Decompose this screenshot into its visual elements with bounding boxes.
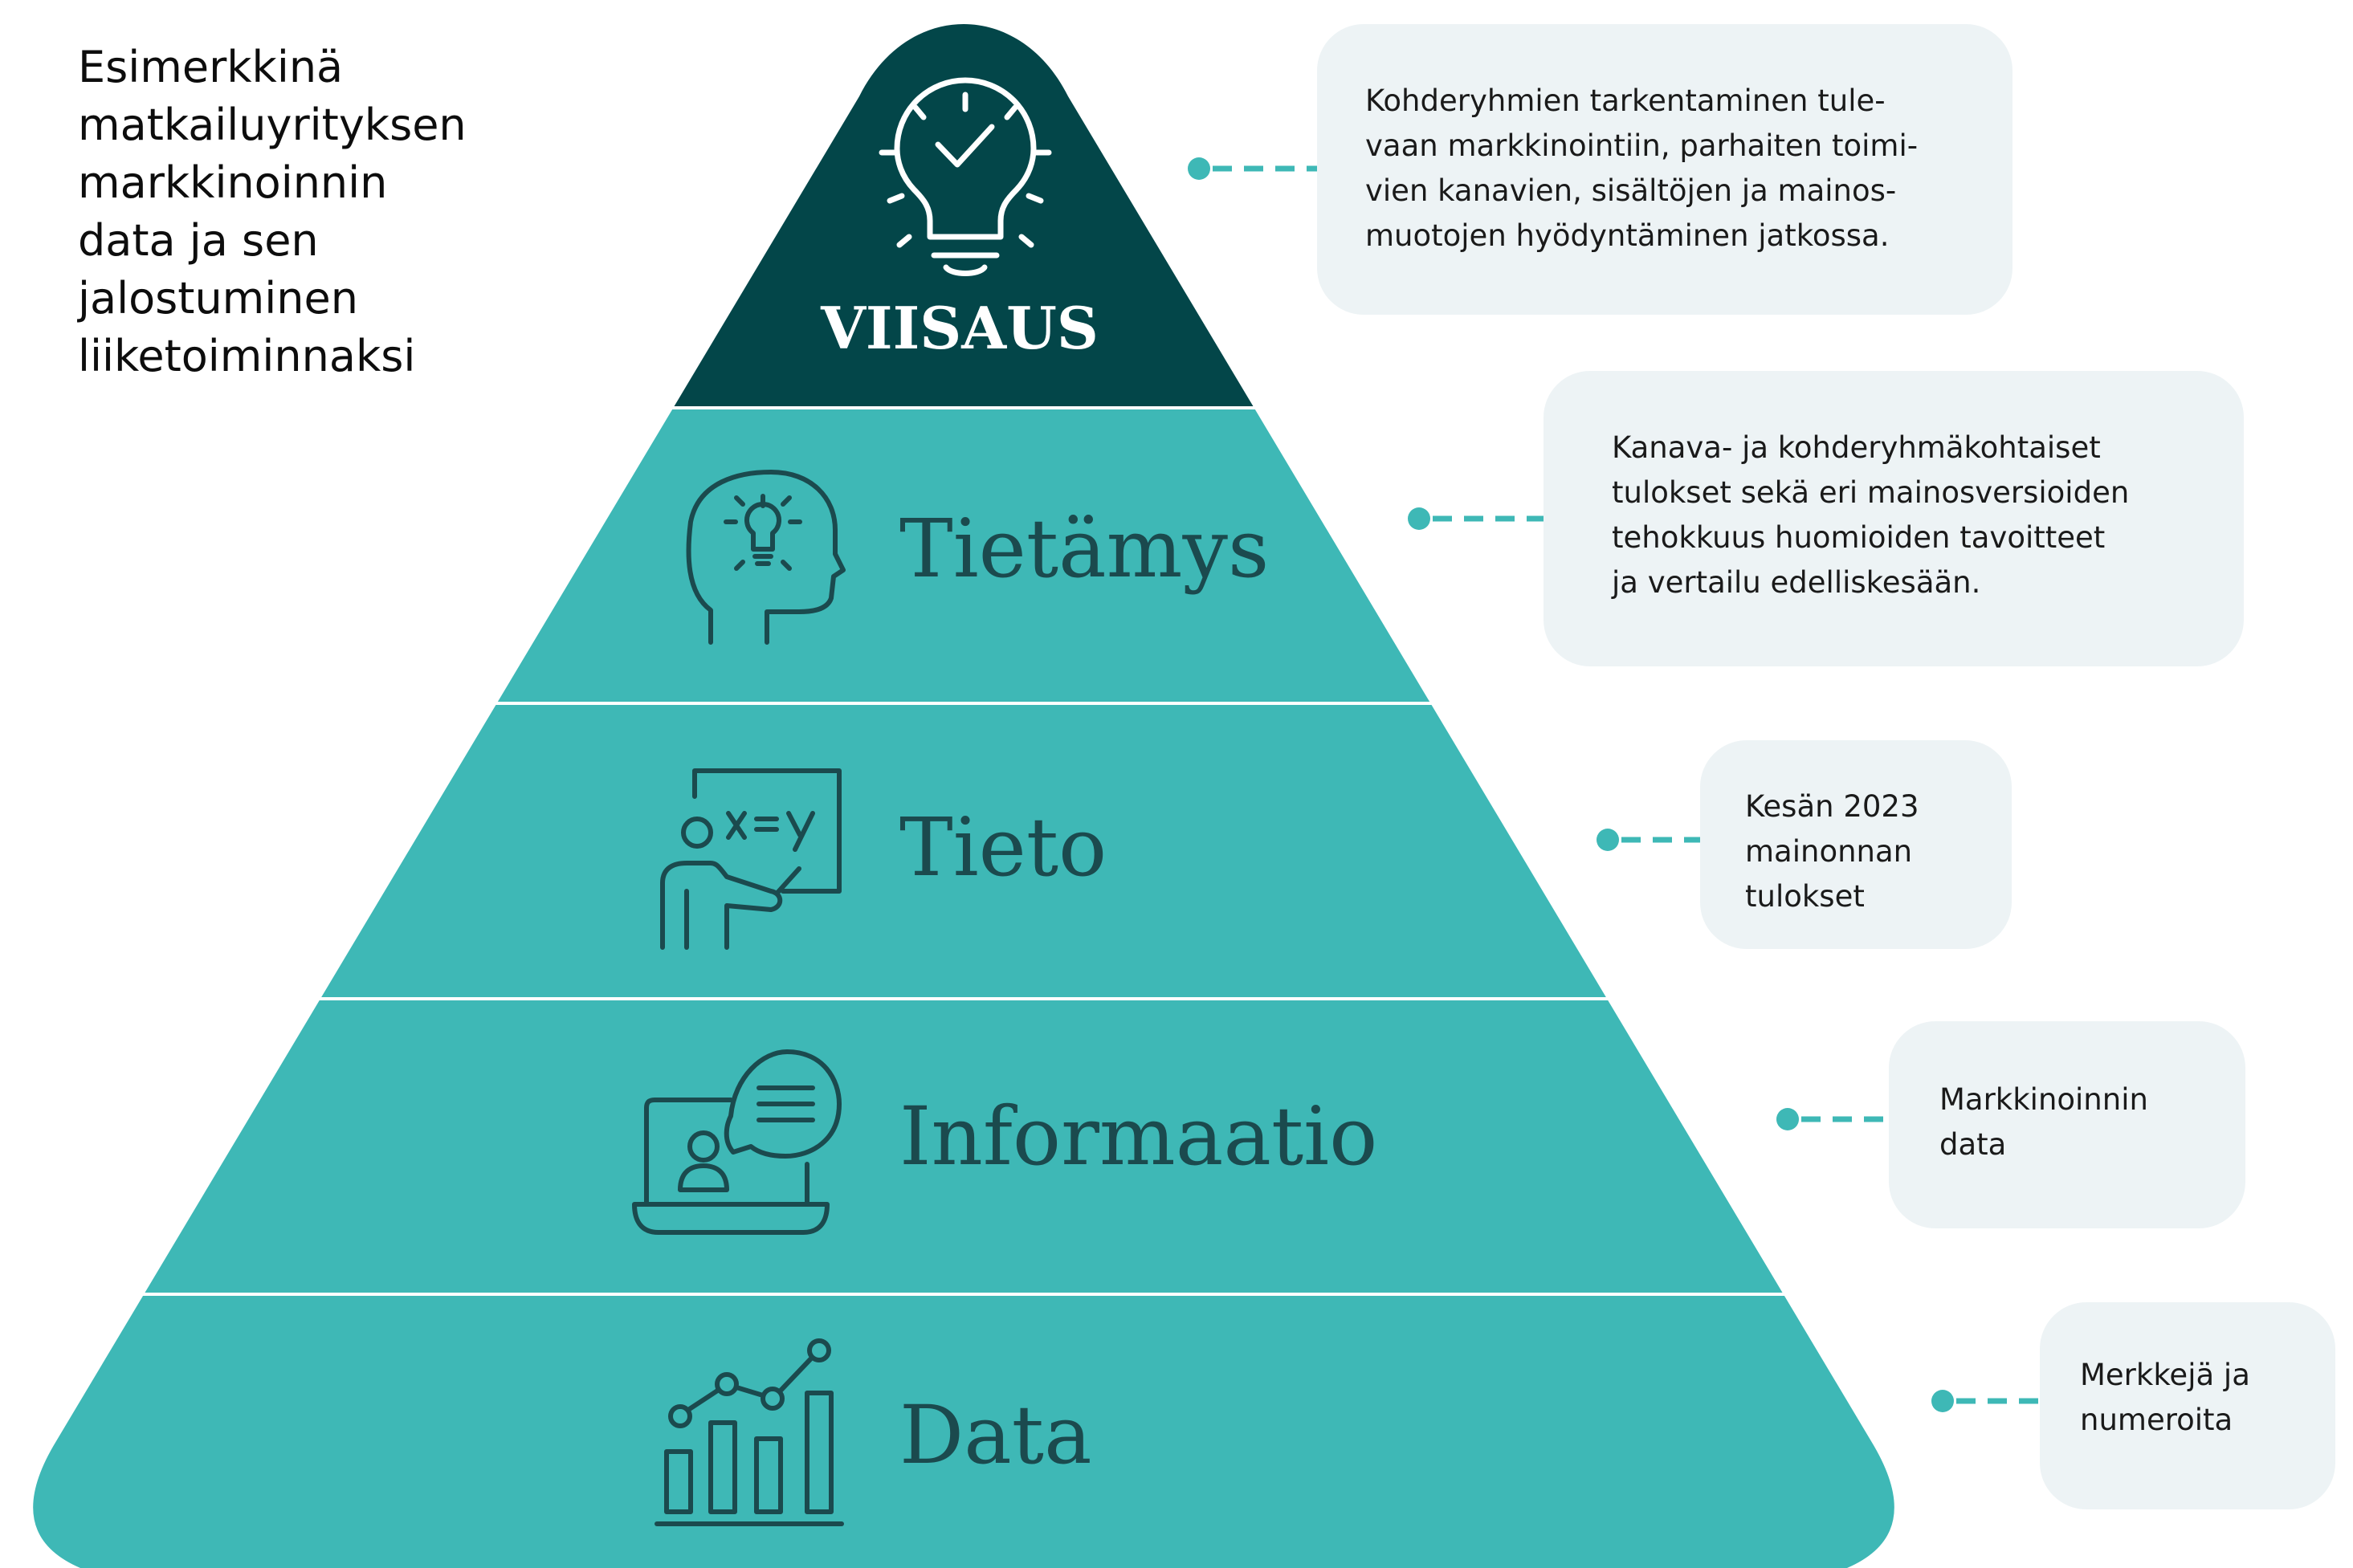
lightbulb-check-icon [879, 77, 1052, 276]
callout-line: Kesän 2023 [1745, 789, 1919, 824]
teacher-board-icon [660, 768, 842, 950]
callout-tieto: Kesän 2023 mainonnan tulokset [1700, 740, 2012, 949]
laptop-chat-icon [632, 1049, 842, 1235]
callout-line: Markkinoinnin [1939, 1082, 2148, 1117]
callout-line: ja vertailu edelliskesään. [1612, 565, 1981, 600]
pyramid-level-informaatio [33, 1000, 1894, 1293]
head-lightbulb-icon [686, 470, 846, 645]
level-label-data: Data [899, 1388, 1092, 1482]
callout-line: Kohderyhmien tarkentaminen tule- [1365, 83, 1886, 118]
level-label-tietamys: Tietämys [899, 502, 1269, 596]
callout-viisaus: Kohderyhmien tarkentaminen tule- vaan ma… [1317, 24, 2012, 315]
callout-line: mainonnan [1745, 834, 1913, 869]
level-label-informaatio: Informaatio [899, 1089, 1377, 1183]
bar-line-chart-icon [655, 1338, 844, 1526]
callout-line: tulokset sekä eri mainosversioiden [1612, 475, 2130, 510]
connector-data [1931, 1390, 2040, 1412]
callout-line: tehokkuus huomioiden tavoitteet [1612, 520, 2106, 555]
connector-viisaus [1188, 157, 1317, 180]
connectors [1188, 157, 2040, 1412]
callout-line: tulokset [1745, 879, 1865, 914]
title-line: Esimerkkinä [78, 42, 344, 92]
callout-line: vaan markkinointiin, parhaiten toimi- [1365, 128, 1919, 163]
title-line: matkailuyrityksen [78, 100, 467, 150]
page-title: Esimerkkinä matkailuyrityksen markkinoin… [78, 39, 592, 385]
callout-line: data [1939, 1127, 2007, 1162]
connector-informaatio [1776, 1108, 1889, 1130]
title-line: jalostuminen [78, 273, 358, 324]
title-line: markkinoinnin [78, 157, 388, 208]
callout-line: numeroita [2080, 1403, 2233, 1437]
pyramid-level-data [33, 1296, 1894, 1568]
title-line: data ja sen [78, 215, 319, 266]
callout-line: Kanava- ja kohderyhmäkohtaiset [1612, 430, 2101, 465]
connector-tietamys [1408, 507, 1544, 530]
callout-tietamys: Kanava- ja kohderyhmäkohtaiset tulokset … [1544, 371, 2244, 666]
title-line: liiketoiminnaksi [78, 331, 416, 381]
level-label-viisaus: VIISAUS [820, 294, 1099, 362]
callout-line: Merkkejä ja [2080, 1358, 2250, 1392]
callout-line: vien kanavien, sisältöjen ja mainos- [1365, 173, 1897, 208]
connector-tieto [1597, 829, 1700, 851]
callout-data: Merkkejä ja numeroita [2040, 1302, 2335, 1509]
callout-informaatio: Markkinoinnin data [1889, 1021, 2245, 1228]
level-label-tieto: Tieto [899, 800, 1107, 894]
callout-line: muotojen hyödyntäminen jatkossa. [1365, 218, 1890, 253]
